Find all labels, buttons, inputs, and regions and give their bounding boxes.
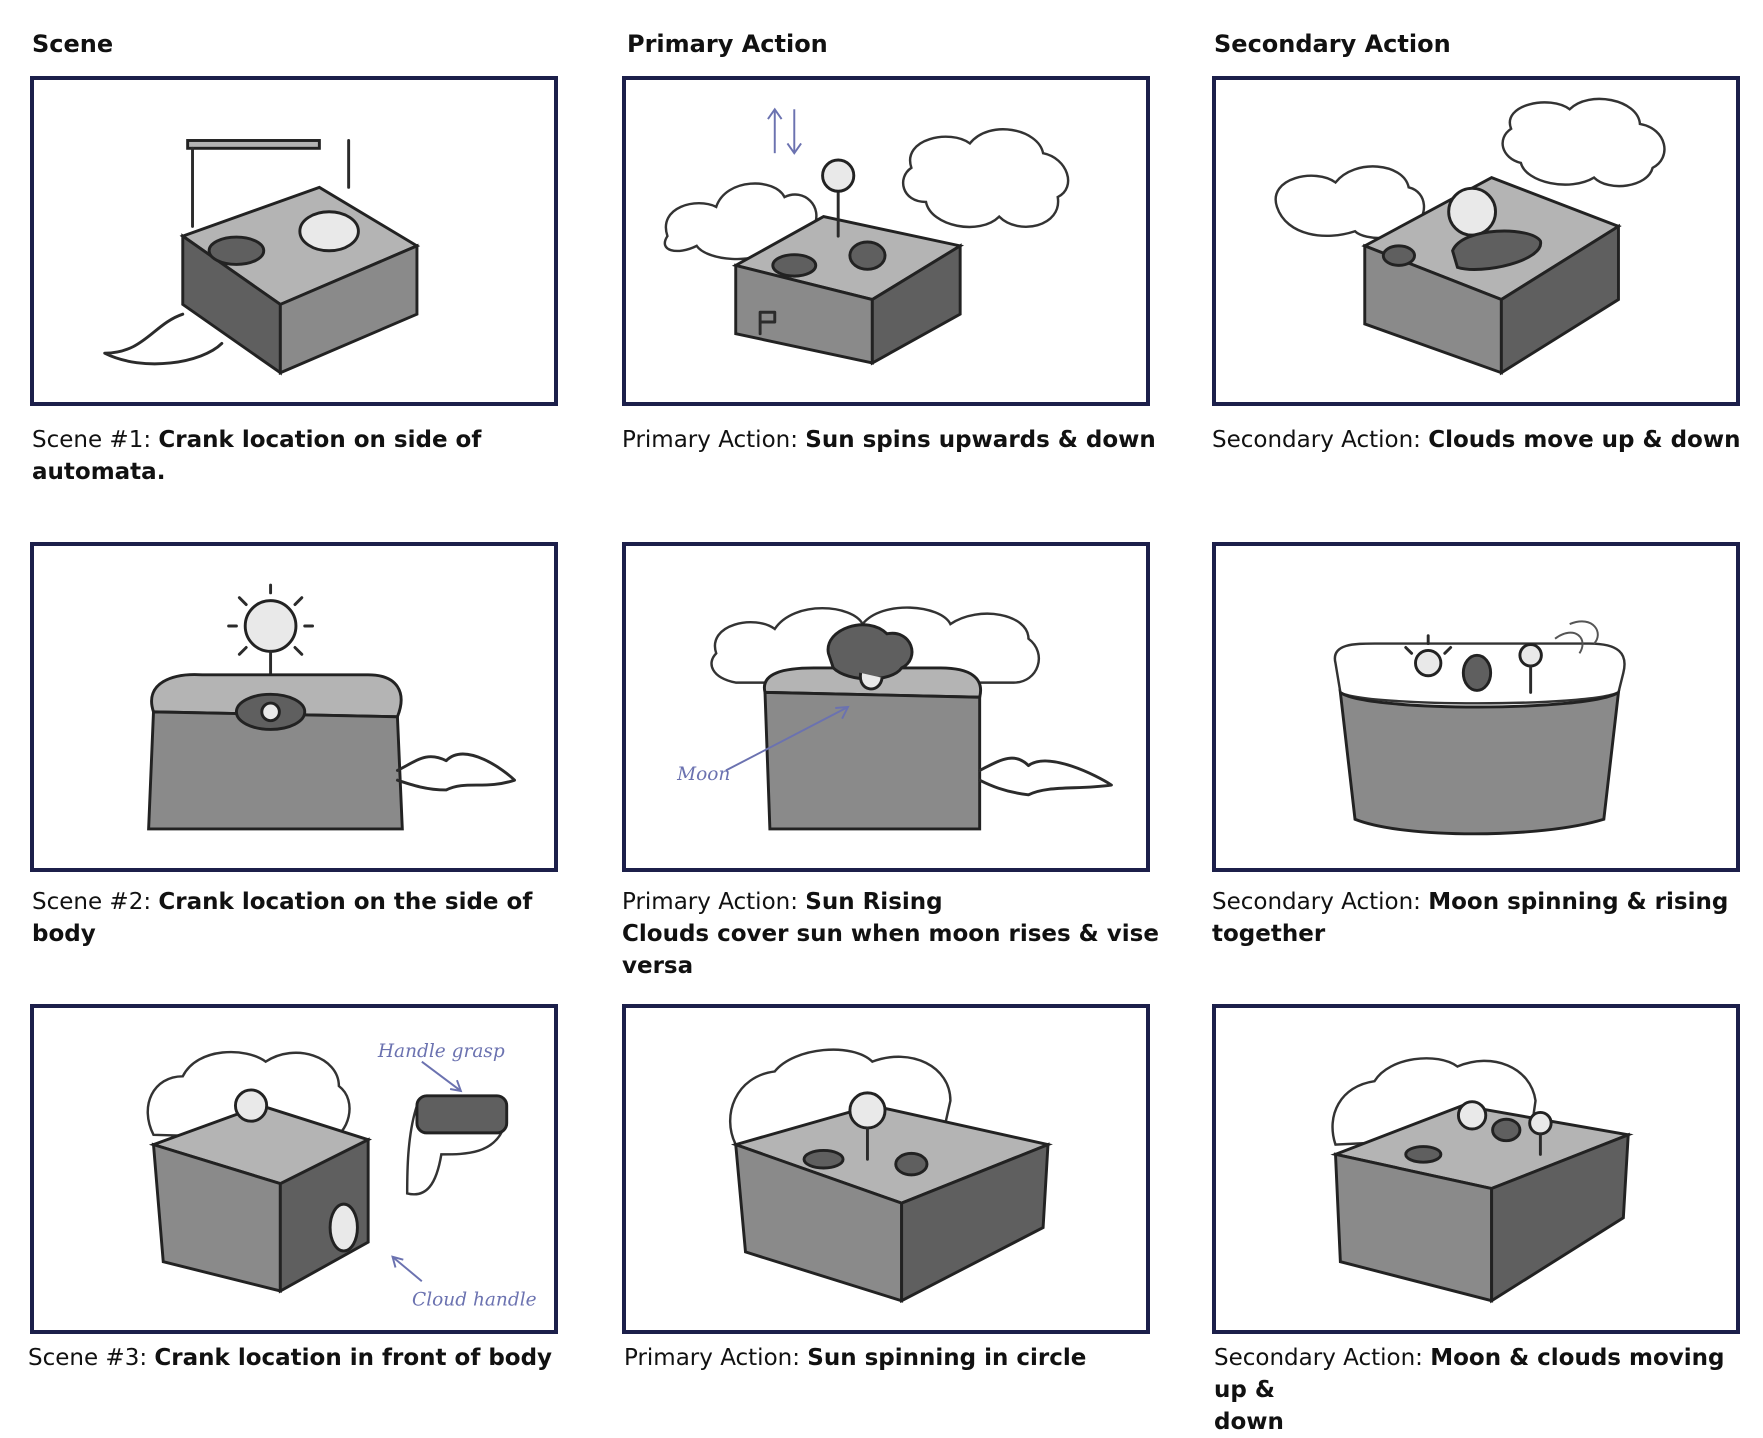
- column-header-primary-action: Primary Action: [627, 30, 828, 58]
- caption-primary-3: Primary Action: Sun spinning in circle: [624, 1345, 1087, 1371]
- annotation-cloud-handle: Cloud handle: [412, 1290, 537, 1311]
- sketch-secondary-1: [1212, 76, 1740, 406]
- sketch-scene-2: [30, 542, 558, 872]
- annotation-handle-grasp: Handle grasp: [377, 1041, 505, 1062]
- annotation-moon: Moon: [676, 764, 730, 785]
- caption-secondary-3: Secondary Action: Moon & clouds moving u…: [1214, 1345, 1725, 1435]
- caption-secondary-1: Secondary Action: Clouds move up & down: [1212, 427, 1741, 453]
- sketch-secondary-2: [1212, 542, 1740, 872]
- sketch-scene-3: Handle grasp Cloud handle: [30, 1004, 558, 1334]
- caption-scene-3: Scene #3: Crank location in front of bod…: [28, 1345, 553, 1371]
- sketch-primary-2: Moon: [622, 542, 1150, 872]
- sketch-scene-1: [30, 76, 558, 406]
- sketch-primary-3: [622, 1004, 1150, 1334]
- column-header-secondary-action: Secondary Action: [1214, 30, 1451, 58]
- column-header-scene: Scene: [32, 30, 114, 58]
- caption-scene-2: Scene #2: Crank location on the side of …: [32, 889, 533, 947]
- sketch-secondary-3: [1212, 1004, 1740, 1334]
- caption-secondary-2: Secondary Action: Moon spinning & rising…: [1212, 889, 1729, 947]
- sketch-primary-1: [622, 76, 1150, 406]
- caption-primary-1: Primary Action: Sun spins upwards & down: [622, 427, 1156, 453]
- caption-scene-1: Scene #1: Crank location on side of auto…: [32, 427, 482, 485]
- caption-primary-2: Primary Action: Sun Rising Clouds cover …: [622, 889, 1159, 979]
